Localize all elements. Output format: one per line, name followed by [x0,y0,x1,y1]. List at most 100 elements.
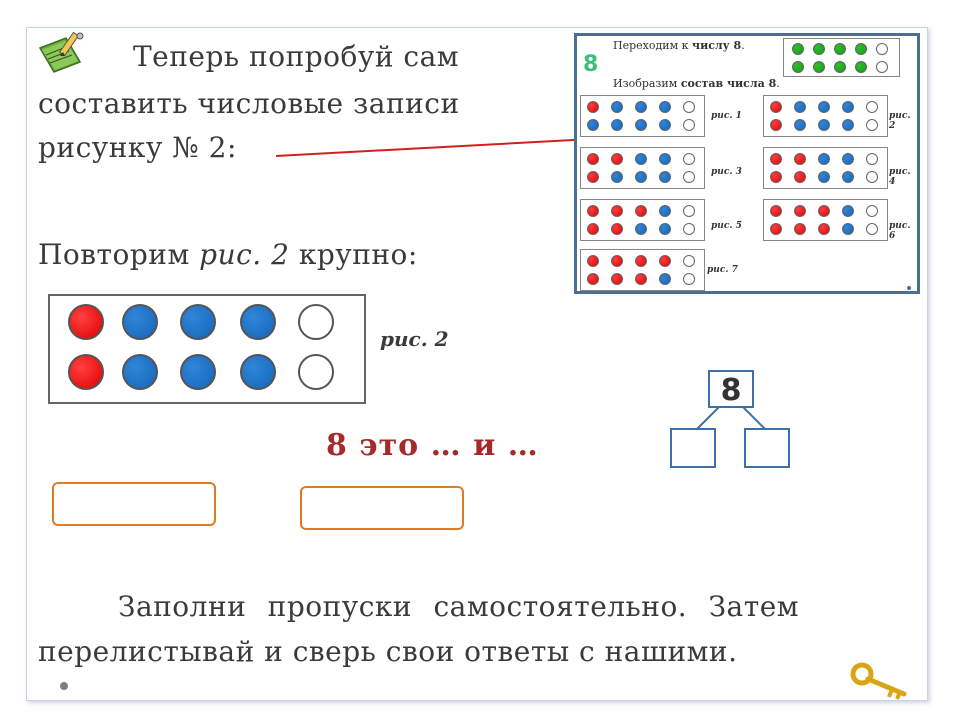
thumb-number: 8 [583,52,599,77]
red-dot [68,304,104,340]
thumb-empty-dot [866,223,878,235]
thumb-red-dot [794,205,806,217]
thumb-red-dot [587,153,599,165]
thumb-blue-dot [635,119,647,131]
thumb-red-dot [611,273,623,285]
thumb-figure-4 [763,147,888,189]
thumb-red-dot [611,255,623,267]
instruction-line-3: рисунку № 2: [38,131,237,164]
thumb-red-dot [770,153,782,165]
thumb-empty-dot [683,171,695,183]
thumb-empty-dot [683,273,695,285]
thumb-green-dot [834,61,846,73]
thumb-blue-dot [635,153,647,165]
empty-dot [298,304,334,340]
thumb-figure-6 [763,199,888,241]
thumb-red-dot [587,273,599,285]
thumb-red-dot [770,119,782,131]
thumb-red-dot [587,255,599,267]
thumb-heading-2: Изобразим состав числа 8. [613,77,780,90]
red-dot [68,354,104,390]
thumb-empty-dot [866,171,878,183]
thumb-red-dot [611,205,623,217]
thumb-blue-dot [842,153,854,165]
previous-slide-thumbnail: 8 Переходим к числу 8. Изобразим состав … [574,33,920,294]
thumb-figure-7 [580,249,705,291]
thumb-red-dot [611,153,623,165]
thumb-red-dot [770,223,782,235]
thumb-blue-dot [659,171,671,183]
thumb-blue-dot [611,101,623,113]
thumb-red-dot [587,171,599,183]
big-figure-label: рис. 2 [380,327,449,351]
tree-branches [695,406,767,431]
thumb-figure-2 [763,95,888,137]
thumb-red-dot [587,223,599,235]
blue-dot [180,354,216,390]
thumb-blue-dot [842,101,854,113]
thumb-empty-dot [683,223,695,235]
thumb-figure-label: рис. 5 [711,221,742,231]
thumb-red-dot [587,101,599,113]
blue-dot [240,304,276,340]
thumb-blue-dot [659,223,671,235]
blue-dot [122,304,158,340]
equation-text: 8 это … и … [326,428,539,463]
thumb-blue-dot [842,119,854,131]
thumb-green-dot [813,61,825,73]
thumb-empty-dot [866,119,878,131]
thumb-blue-dot [635,171,647,183]
thumb-red-dot [770,205,782,217]
thumb-empty-dot [876,61,888,73]
thumb-blue-dot [818,101,830,113]
thumb-empty-dot [683,153,695,165]
footer-line-1: Заполни пропуски самостоятельно. Затем [118,590,800,623]
repeat-heading: Повторим рис. 2 крупно: [38,238,418,271]
thumb-empty-dot [683,255,695,267]
instruction-line-2: составить числовые записи [38,87,460,120]
thumb-blue-dot [587,119,599,131]
thumb-figure-label: рис. 2 [889,111,911,131]
thumb-empty-dot [866,101,878,113]
instruction-line-1: Теперь попробуй сам [133,40,460,73]
thumb-figure-3 [580,147,705,189]
answer-box-2[interactable] [300,486,464,530]
thumb-empty-dot [866,153,878,165]
thumb-dot [907,286,911,290]
tree-right-box[interactable] [744,428,790,468]
key-icon[interactable] [850,660,912,700]
thumb-blue-dot [659,273,671,285]
thumb-figure-label: рис. 4 [889,167,911,187]
thumb-red-dot [659,255,671,267]
tree-left-box[interactable] [670,428,716,468]
pencil-book-icon [38,31,84,73]
blue-dot [180,304,216,340]
thumb-red-dot [770,101,782,113]
thumb-blue-dot [842,171,854,183]
thumb-green-frame [783,38,900,77]
thumb-blue-dot [818,119,830,131]
thumb-green-dot [792,61,804,73]
thumb-blue-dot [818,171,830,183]
empty-dot [298,354,334,390]
thumb-blue-dot [659,153,671,165]
thumb-red-dot [635,255,647,267]
thumb-blue-dot [818,153,830,165]
thumb-blue-dot [842,223,854,235]
blue-dot [122,354,158,390]
thumb-figure-1 [580,95,705,137]
thumb-empty-dot [683,101,695,113]
thumb-red-dot [587,205,599,217]
thumb-blue-dot [659,205,671,217]
thumb-figure-5 [580,199,705,241]
thumb-empty-dot [876,43,888,55]
answer-box-1[interactable] [52,482,216,526]
thumb-empty-dot [683,205,695,217]
thumb-red-dot [794,153,806,165]
thumb-blue-dot [842,205,854,217]
thumb-red-dot [770,171,782,183]
thumb-blue-dot [794,119,806,131]
thumb-green-dot [834,43,846,55]
thumb-blue-dot [611,171,623,183]
big-figure-frame [48,294,366,404]
